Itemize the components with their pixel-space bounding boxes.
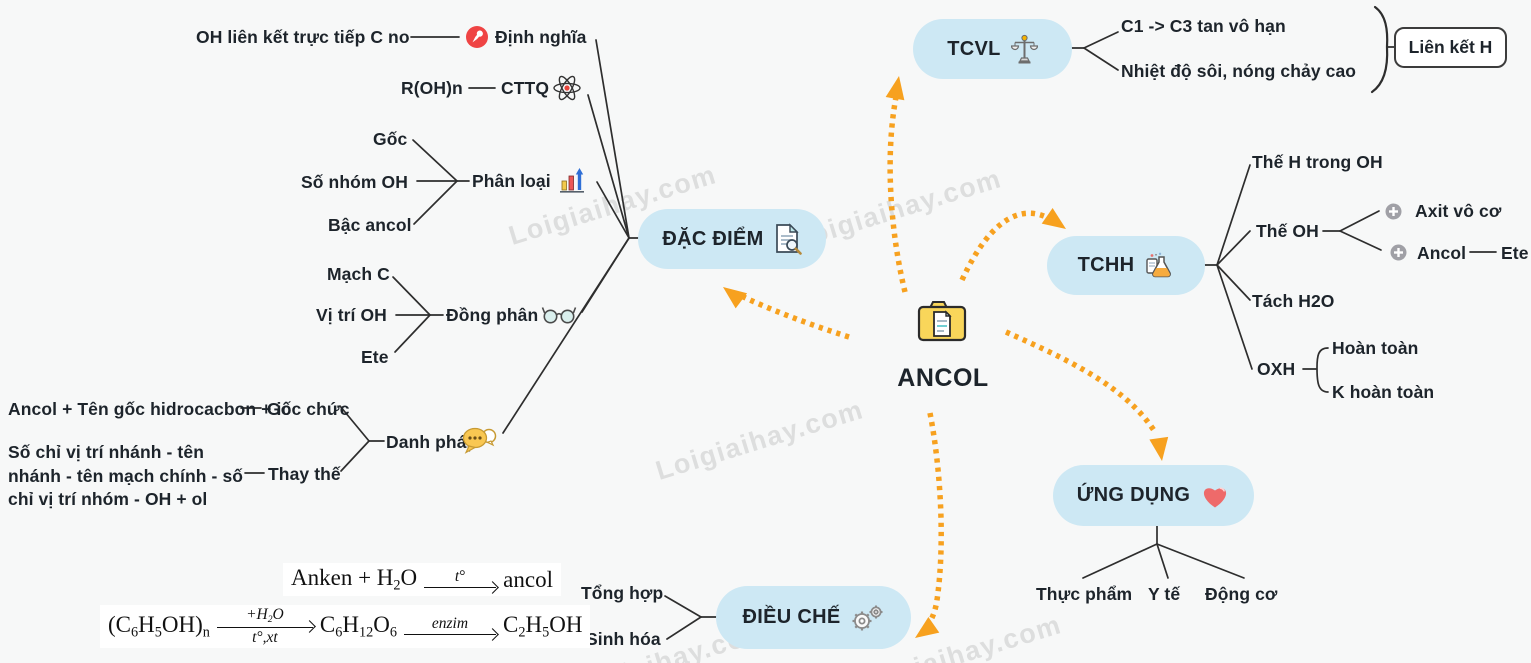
reaction-arrow: t° xyxy=(424,568,497,590)
branch-tcvl-solubility: C1 -> C3 tan vô hạn xyxy=(1121,16,1286,36)
branch-phanloai-label: Phân loại xyxy=(472,171,551,191)
branch-thaythe-desc: Số chỉ vị trí nhánh - tên nhánh - tên mạ… xyxy=(8,442,244,509)
document-search-icon xyxy=(775,223,802,255)
branch-phanloai-goc: Gốc xyxy=(373,129,408,149)
plus-circle-icon xyxy=(1385,203,1402,220)
branch-danhphap-label: Danh pháp xyxy=(386,432,478,452)
heart-icon xyxy=(1204,487,1227,508)
branch-tchh-tach-h2o: Tách H2O xyxy=(1252,291,1335,311)
branch-tchh-ete: Ete xyxy=(1501,243,1529,263)
branch-thaythe-label: Thay thế xyxy=(268,464,341,484)
speech-bubble-icon xyxy=(462,427,497,454)
center-node-ancol: ANCOL xyxy=(897,364,989,392)
branch-tchh-axit-vo-co: Axit vô cơ xyxy=(1415,201,1502,221)
node-tcvl: TCVL xyxy=(913,19,1072,79)
node-ung-dung-label: ỨNG DỤNG xyxy=(1076,484,1191,506)
branch-ungdung-thuc-pham: Thực phẩm xyxy=(1036,584,1133,604)
arrow-condition-top: enzim xyxy=(431,614,469,632)
arrow-condition-bottom: t°,xt xyxy=(252,628,278,646)
pushpin-badge-icon xyxy=(466,26,488,48)
node-dac-diem-label: ĐẶC ĐIỂM xyxy=(662,227,764,250)
reaction-arrow: +H2O t°,xt xyxy=(216,606,313,646)
plus-circle-icon xyxy=(1390,244,1407,261)
watermark: Loigiaihay.com xyxy=(652,394,868,486)
node-ung-dung: ỨNG DỤNG xyxy=(1053,465,1254,526)
equation-rhs: C2H5OH xyxy=(502,611,583,641)
equation-lhs: Anken + H2O xyxy=(291,565,418,594)
branch-dongphan-label: Đồng phân xyxy=(446,305,539,325)
equation-rhs: ancol xyxy=(503,566,553,592)
note-lien-ket-h: Liên kết H xyxy=(1394,27,1507,68)
equation-fermentation: (C6H5OH)n +H2O t°,xt C6H12O6 enzim C2H5O… xyxy=(100,605,591,649)
branch-dongphan-mach-c: Mạch C xyxy=(327,264,390,284)
reaction-arrow: enzim xyxy=(403,614,496,637)
equation-lhs: (C6H5OH)n xyxy=(108,611,210,641)
branch-ungdung-y-te: Y tế xyxy=(1148,584,1181,604)
branch-gocchuc-label: Gốc chức xyxy=(267,399,350,419)
branch-dinhnghia-desc: OH liên kết trực tiếp C no xyxy=(196,27,410,47)
arrow-condition-top: +H2O xyxy=(246,606,284,625)
note-lien-ket-h-label: Liên kết H xyxy=(1408,37,1493,57)
gears-icon xyxy=(852,605,883,630)
folder-document-icon xyxy=(917,301,967,342)
node-dieu-che: ĐIỀU CHẾ xyxy=(716,586,911,649)
balance-scale-icon xyxy=(1010,34,1038,63)
node-dieu-che-label: ĐIỀU CHẾ xyxy=(742,606,841,628)
branch-dinhnghia-label: Định nghĩa xyxy=(495,27,587,47)
branch-dieuche-sinh-hoa: Sinh hóa xyxy=(586,629,661,649)
bar-chart-icon xyxy=(560,168,584,193)
node-tcvl-label: TCVL xyxy=(947,37,1001,60)
glasses-icon xyxy=(541,307,577,324)
branch-dieuche-tong-hop: Tổng hợp xyxy=(581,583,664,603)
node-tchh: TCHH xyxy=(1047,236,1205,295)
branch-dongphan-vi-tri-oh: Vị trí OH xyxy=(316,305,387,325)
branch-dongphan-ete: Ete xyxy=(361,347,389,367)
branch-phanloai-bac-ancol: Bậc ancol xyxy=(328,215,412,235)
branch-tcvl-boiling: Nhiệt độ sôi, nóng chảy cao xyxy=(1121,61,1357,81)
branch-tchh-k-hoan-toan: K hoàn toàn xyxy=(1332,382,1435,402)
branch-cttq-label: CTTQ xyxy=(501,78,550,98)
node-tchh-label: TCHH xyxy=(1077,254,1135,276)
flask-icon xyxy=(1146,252,1172,277)
branch-ungdung-dong-co: Động cơ xyxy=(1205,584,1278,604)
branch-tchh-oxh: OXH xyxy=(1257,359,1296,379)
equation-anken-hydration: Anken + H2O t° ancol xyxy=(283,563,561,597)
node-dac-diem: ĐẶC ĐIỂM xyxy=(638,209,826,269)
branch-phanloai-so-nhom-oh: Số nhóm OH xyxy=(301,172,408,192)
branch-gocchuc-desc: Ancol + Tên gốc hidrocacbon + ic xyxy=(8,399,292,419)
branch-tchh-the-oh: Thế OH xyxy=(1256,221,1319,241)
branch-tchh-ancol: Ancol xyxy=(1417,243,1467,263)
branch-tchh-hoan-toan: Hoàn toàn xyxy=(1332,338,1419,358)
branch-cttq-desc: R(OH)n xyxy=(401,78,463,98)
branch-tchh-the-h: Thế H trong OH xyxy=(1252,152,1383,172)
arrow-condition-top: t° xyxy=(454,568,466,585)
equation-mid: C6H12O6 xyxy=(319,611,397,641)
atom-icon xyxy=(553,75,581,101)
